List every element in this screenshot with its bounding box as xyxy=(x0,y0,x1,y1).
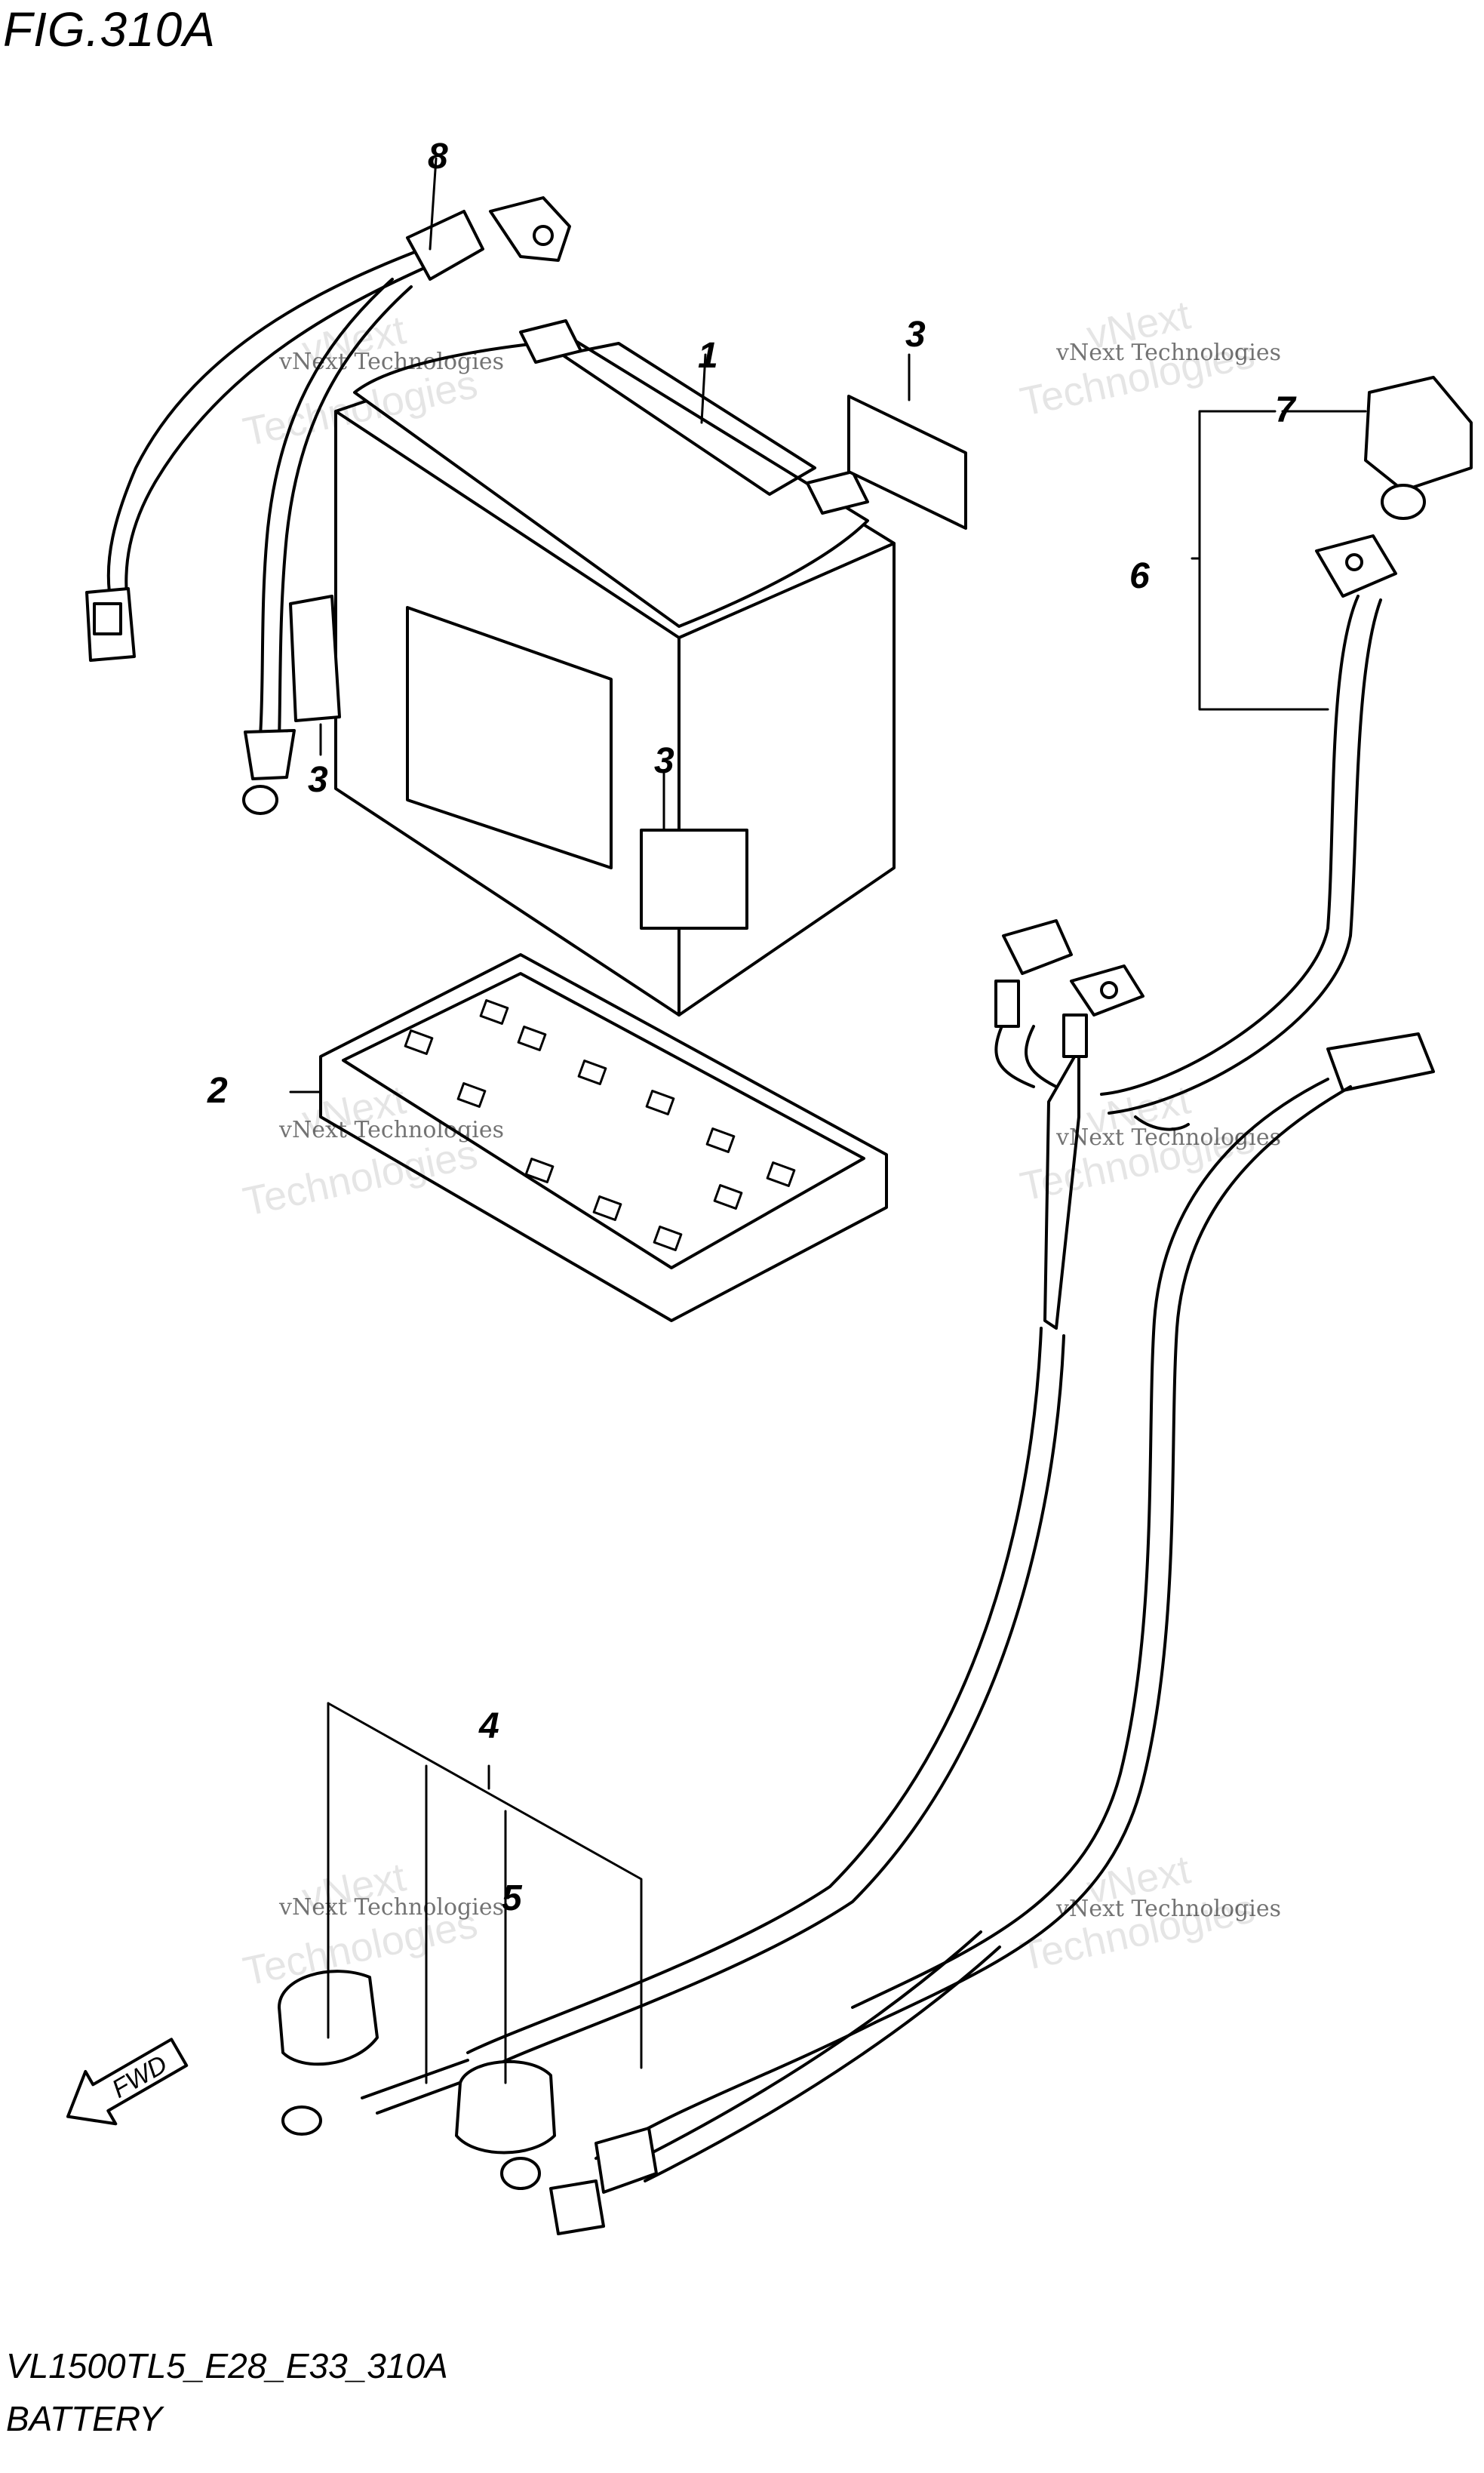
part-3-pads xyxy=(847,395,967,530)
watermark-text: vNext Technologies xyxy=(1056,1124,1282,1151)
part-4-harness xyxy=(281,1032,1435,2235)
leader-lines xyxy=(289,157,1367,2084)
watermark-text: vNext Technologies xyxy=(279,1894,505,1921)
callout-5: 5 xyxy=(502,1878,522,1918)
part-6-positive-cable xyxy=(466,534,1397,2069)
watermark-text: vNext Technologies xyxy=(1056,1896,1282,1922)
part-2-battery-tray xyxy=(319,953,888,1322)
fwd-arrow-icon: FWD xyxy=(66,2038,189,2126)
section-name: BATTERY xyxy=(6,2399,163,2438)
callout-7: 7 xyxy=(1275,390,1295,430)
callout-1: 1 xyxy=(698,336,718,376)
callout-4: 4 xyxy=(479,1706,499,1746)
watermark-text: vNext Technologies xyxy=(279,349,505,375)
callout-3-left: 3 xyxy=(308,760,328,800)
callout-6: 6 xyxy=(1129,556,1150,596)
part-1-battery xyxy=(289,319,896,1017)
figure-title: FIG.310A xyxy=(3,2,216,57)
model-code: VL1500TL5_E28_E33_310A xyxy=(6,2346,448,2385)
callout-3-front: 3 xyxy=(654,741,674,781)
part-7-terminal-cap xyxy=(1364,376,1473,520)
watermark-text: vNext Technologies xyxy=(279,1117,505,1143)
part-8-negative-cable xyxy=(85,196,571,815)
callout-2: 2 xyxy=(207,1071,228,1111)
watermark-text: vNext Technologies xyxy=(1056,340,1282,366)
callout-8: 8 xyxy=(428,137,448,177)
callout-3-top: 3 xyxy=(905,315,926,355)
